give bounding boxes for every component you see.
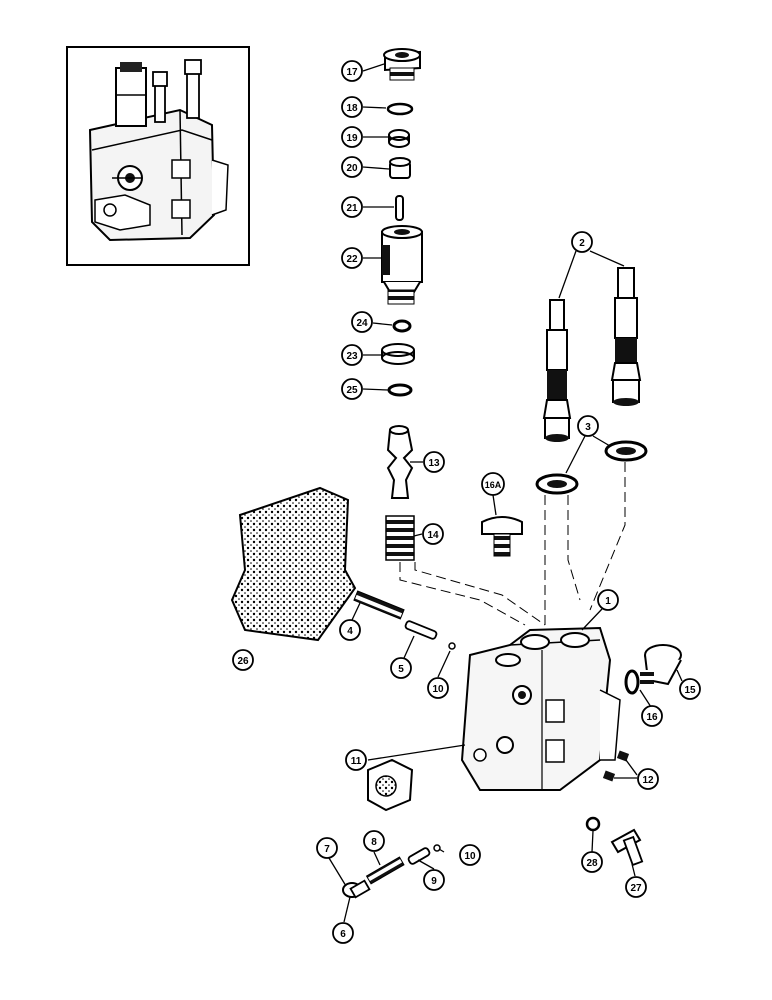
- part-22-valve-housing: [381, 225, 423, 305]
- inset-assembled-valve: [66, 46, 250, 266]
- part-5-pin: [404, 620, 438, 640]
- svg-text:18: 18: [346, 103, 358, 114]
- svg-text:7: 7: [324, 844, 330, 855]
- part-15-plug: [640, 644, 682, 686]
- callout-11: 11: [345, 749, 367, 771]
- callout-15: 15: [679, 678, 701, 700]
- part-4-spring: [353, 590, 405, 620]
- part-16-ring: [624, 669, 640, 695]
- svg-text:21: 21: [346, 203, 358, 214]
- callout-23: 23: [341, 344, 363, 366]
- callout-6: 6: [332, 922, 354, 944]
- svg-text:26: 26: [237, 656, 249, 667]
- callout-16a: 16A: [481, 472, 505, 496]
- callout-17: 17: [341, 60, 363, 82]
- part-28-washer: [585, 816, 601, 832]
- svg-text:16A: 16A: [485, 480, 502, 490]
- callout-2: 2: [571, 231, 593, 253]
- part-13-plunger: [386, 425, 414, 499]
- callout-22: 22: [341, 247, 363, 269]
- svg-text:8: 8: [371, 837, 377, 848]
- svg-text:20: 20: [346, 163, 358, 174]
- svg-text:11: 11: [351, 756, 362, 767]
- svg-text:28: 28: [586, 858, 598, 869]
- part-2-spools: [542, 267, 642, 442]
- callout-14: 14: [422, 523, 444, 545]
- callout-24: 24: [351, 311, 373, 333]
- svg-text:16: 16: [646, 712, 658, 723]
- callout-9: 9: [423, 869, 445, 891]
- callout-8: 8: [363, 830, 385, 852]
- part-26-gasket: [230, 486, 357, 642]
- part-10-ball: [448, 642, 456, 650]
- callouts: 17 18 19 20 21 22 24 23 25 13 14 16A 2 3…: [232, 60, 701, 944]
- svg-text:15: 15: [684, 685, 696, 696]
- callout-1: 1: [597, 589, 619, 611]
- svg-text:10: 10: [432, 684, 444, 695]
- part-20-cap: [389, 157, 411, 179]
- svg-text:9: 9: [431, 876, 437, 887]
- callout-5: 5: [390, 657, 412, 679]
- part-18-o-ring: [386, 102, 414, 116]
- part-1-valve-body: [460, 626, 621, 791]
- svg-text:3: 3: [585, 422, 591, 433]
- svg-text:1: 1: [605, 596, 611, 607]
- svg-text:2: 2: [579, 238, 585, 249]
- callout-10: 10: [427, 677, 449, 699]
- svg-text:12: 12: [642, 775, 654, 786]
- callout-16: 16: [641, 705, 663, 727]
- svg-text:27: 27: [630, 883, 642, 894]
- phantom-lines: [399, 462, 626, 630]
- callout-26: 26: [232, 649, 254, 671]
- svg-text:22: 22: [346, 254, 358, 265]
- part-8-spring: [365, 856, 405, 885]
- part-11-fitting: [367, 758, 414, 812]
- callout-4: 4: [339, 619, 361, 641]
- svg-text:14: 14: [427, 530, 439, 541]
- callout-27: 27: [625, 876, 647, 898]
- svg-text:25: 25: [346, 385, 358, 396]
- part-14-spring: [385, 515, 415, 561]
- callout-12: 12: [637, 768, 659, 790]
- part-17-plug: [383, 48, 421, 81]
- part-19-washer: [388, 129, 410, 148]
- callout-21: 21: [341, 196, 363, 218]
- svg-text:23: 23: [346, 351, 358, 362]
- svg-text:13: 13: [428, 458, 440, 469]
- part-3-seals: [535, 440, 648, 495]
- part-23-sleeve: [381, 343, 415, 365]
- leader-lines: [328, 63, 683, 923]
- svg-text:4: 4: [347, 626, 353, 637]
- part-25-o-ring: [387, 383, 413, 397]
- part-6-plug: [342, 879, 371, 899]
- callout-3: 3: [577, 415, 599, 437]
- part-24-ring: [392, 319, 412, 333]
- svg-text:17: 17: [346, 67, 358, 78]
- svg-text:6: 6: [340, 929, 346, 940]
- svg-text:5: 5: [398, 664, 404, 675]
- svg-text:10: 10: [464, 851, 476, 862]
- part-10-ball-lower: [433, 844, 441, 852]
- part-12-set-screws: [602, 750, 630, 782]
- part-27-bolt: [610, 828, 644, 867]
- callout-18: 18: [341, 96, 363, 118]
- callout-7: 7: [316, 837, 338, 859]
- part-9-pin: [407, 847, 431, 865]
- callout-25: 25: [341, 378, 363, 400]
- svg-text:19: 19: [346, 133, 358, 144]
- part-16a-screw: [481, 516, 523, 557]
- callout-28: 28: [581, 851, 603, 873]
- svg-text:24: 24: [356, 318, 368, 329]
- callout-10-lower: 10: [459, 844, 481, 866]
- callout-13: 13: [423, 451, 445, 473]
- callout-19: 19: [341, 126, 363, 148]
- part-21-pin: [395, 195, 404, 221]
- callout-20: 20: [341, 156, 363, 178]
